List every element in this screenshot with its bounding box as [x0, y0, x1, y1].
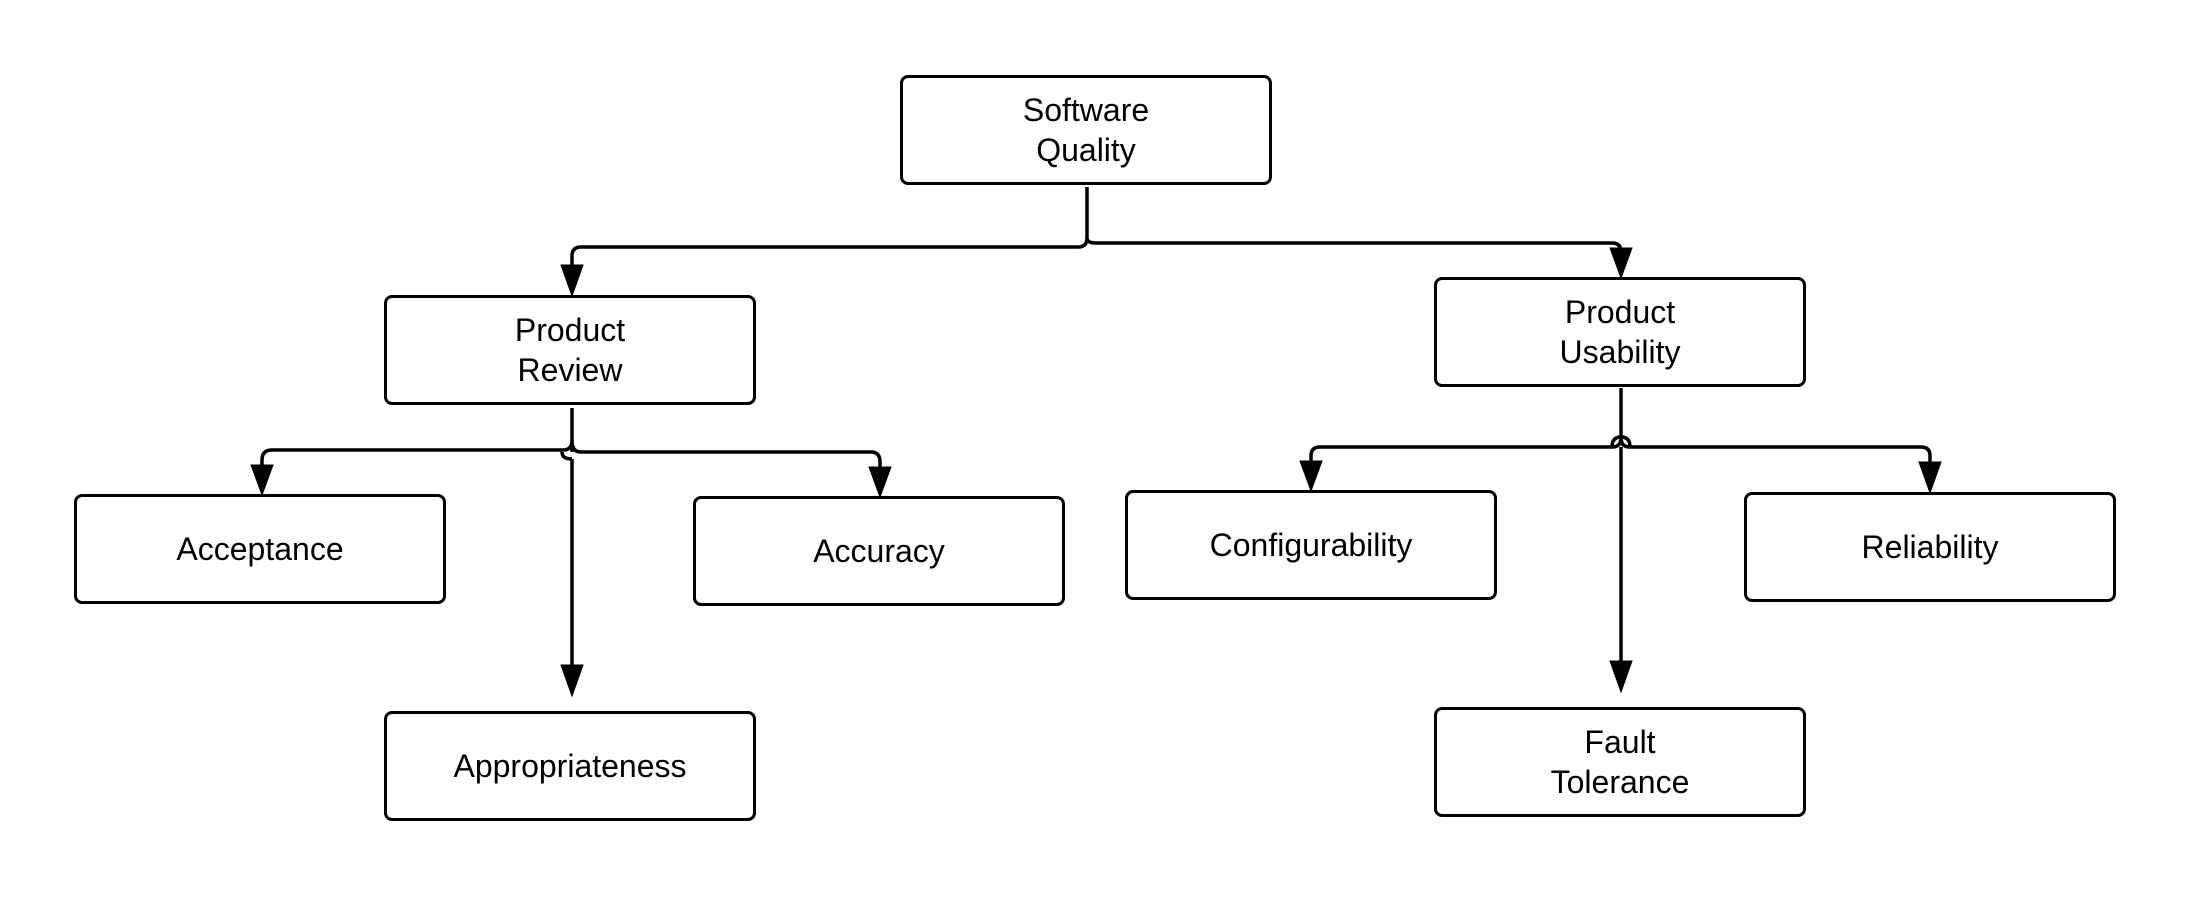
connector-hop-usability	[1610, 435, 1632, 448]
arrowhead-accuracy	[868, 466, 892, 499]
node-label: Accuracy	[813, 533, 945, 569]
connector-product-usability-to-reliability	[1619, 437, 1932, 468]
node-product-review[interactable]: Product Review	[384, 295, 756, 405]
arrowhead-configurability	[1299, 460, 1323, 493]
connector-product-review-to-accuracy	[570, 440, 882, 474]
node-label: Appropriateness	[453, 748, 687, 784]
node-configurability[interactable]: Configurability	[1125, 490, 1497, 600]
arrowhead-product-usability	[1609, 247, 1633, 280]
node-label: Acceptance	[176, 531, 344, 567]
arrowhead-fault-tolerance	[1609, 660, 1633, 694]
connector-product-usability-to-configurability	[1309, 388, 1623, 466]
node-appropriateness[interactable]: Appropriateness	[384, 711, 756, 821]
node-label: Reliability	[1861, 529, 1999, 565]
node-label: Software Quality	[1022, 92, 1150, 168]
node-acceptance[interactable]: Acceptance	[74, 494, 446, 604]
node-fault-tolerance[interactable]: Fault Tolerance	[1434, 707, 1806, 817]
node-product-usability[interactable]: Product Usability	[1434, 277, 1806, 387]
arrowhead-product-review	[560, 264, 584, 298]
node-reliability[interactable]: Reliability	[1744, 492, 2116, 602]
connector-product-review-to-acceptance	[260, 408, 574, 472]
node-label: Configurability	[1209, 527, 1413, 563]
arrowhead-acceptance	[250, 464, 274, 497]
node-accuracy[interactable]: Accuracy	[693, 496, 1065, 606]
connector-root-to-product-review	[570, 187, 1089, 272]
node-label: Product Review	[514, 312, 626, 388]
node-software-quality[interactable]: Software Quality	[900, 75, 1272, 185]
arrowhead-reliability	[1918, 461, 1942, 495]
node-label: Fault Tolerance	[1550, 724, 1690, 800]
connector-hop-review	[560, 451, 573, 461]
arrowhead-appropriateness	[560, 664, 584, 698]
node-label: Product Usability	[1559, 294, 1681, 370]
connector-root-to-product-usability	[1085, 237, 1623, 254]
